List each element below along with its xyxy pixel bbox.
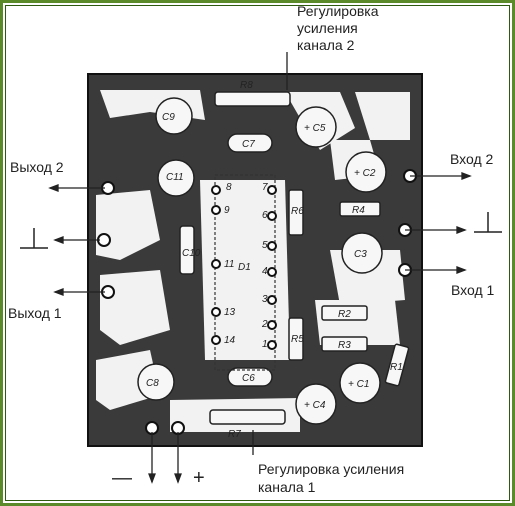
label-gain-ch1-line1: Регулировка усиления <box>258 461 404 477</box>
pin-13: 13 <box>224 307 236 318</box>
ground-symbol-right <box>474 212 502 233</box>
label-gain-ch2-line1: Регулировка <box>297 3 379 19</box>
label-c1: + C1 <box>348 379 369 390</box>
capacitor-c8 <box>137 363 175 401</box>
resistor-r6 <box>288 189 304 236</box>
label-plus: + <box>193 467 205 489</box>
capacitor-c2 <box>345 151 387 193</box>
label-c2: + C2 <box>354 168 376 179</box>
label-output-1: Выход 1 <box>8 305 62 321</box>
resistor-r8 <box>214 91 291 107</box>
capacitor-c1 <box>339 362 381 404</box>
ground-symbol-left <box>20 228 48 249</box>
pin-9: 9 <box>224 205 230 216</box>
pin-7: 7 <box>262 182 268 193</box>
pin-4: 4 <box>262 266 268 277</box>
label-r4: R4 <box>352 205 365 216</box>
label-c3: C3 <box>354 249 367 260</box>
pin-1: 1 <box>262 339 268 350</box>
resistor-r3 <box>321 336 368 352</box>
label-c10: C10 <box>182 248 201 259</box>
label-c9: C9 <box>162 112 175 123</box>
label-input-2: Вход 2 <box>450 151 494 167</box>
arrows <box>48 52 472 484</box>
capacitor-c3 <box>341 232 383 274</box>
resistor-r2 <box>321 305 368 321</box>
pin-14: 14 <box>224 335 236 346</box>
label-r6: R6 <box>291 206 304 217</box>
label-input-1: Вход 1 <box>451 282 495 298</box>
pin-11: 11 <box>224 259 234 270</box>
label-r8: R8 <box>240 80 253 91</box>
label-minus: — <box>112 467 132 489</box>
label-r2: R2 <box>338 309 351 320</box>
pin-5: 5 <box>262 240 268 251</box>
label-c7: C7 <box>242 139 255 150</box>
label-r1: R1 <box>390 362 403 373</box>
label-gain-ch2-line3: канала 2 <box>297 37 355 53</box>
label-c4: + C4 <box>304 400 326 411</box>
label-c8: C8 <box>146 378 159 389</box>
label-r3: R3 <box>338 340 351 351</box>
pin-2: 2 <box>261 319 268 330</box>
label-r5: R5 <box>291 334 304 345</box>
capacitor-c4 <box>295 383 337 425</box>
label-d1: D1 <box>238 262 251 273</box>
capacitor-c9 <box>155 97 193 135</box>
capacitor-c6 <box>227 367 273 387</box>
label-c6: C6 <box>242 373 255 384</box>
resistor-r1 <box>384 343 410 387</box>
label-c11: C11 <box>166 172 184 183</box>
capacitor-c7 <box>227 133 273 153</box>
capacitor-c10 <box>179 225 195 275</box>
resistor-r4 <box>339 201 381 217</box>
pin-3: 3 <box>262 294 268 305</box>
label-r7: R7 <box>228 429 241 440</box>
pin-8: 8 <box>226 182 232 193</box>
label-c5: + C5 <box>304 123 326 134</box>
label-output-2: Выход 2 <box>10 159 64 175</box>
label-gain-ch2-line2: усиления <box>297 20 358 36</box>
pin-6: 6 <box>262 210 268 221</box>
resistor-r7 <box>209 409 286 425</box>
resistor-r5 <box>288 317 304 361</box>
label-gain-ch1-line2: канала 1 <box>258 479 316 495</box>
capacitors <box>137 97 387 425</box>
capacitor-c11 <box>157 159 195 197</box>
capacitor-c5 <box>295 106 337 148</box>
resistors <box>179 91 410 425</box>
